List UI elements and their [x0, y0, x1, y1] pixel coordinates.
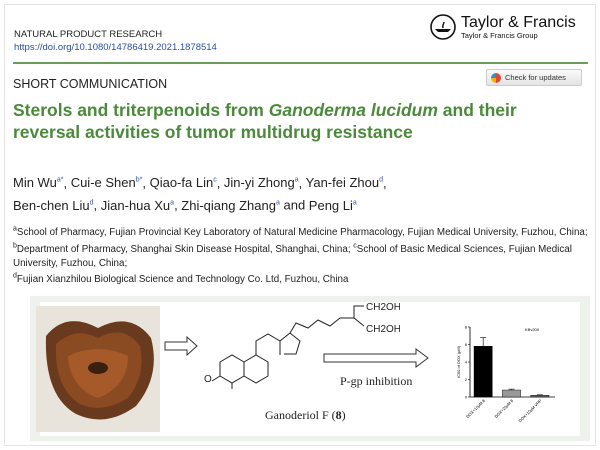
- svg-text:O: O: [204, 374, 212, 385]
- affiliation: aSchool of Pharmacy, Fujian Provincial K…: [13, 226, 588, 239]
- author[interactable]: Ben-chen Liud: [13, 197, 94, 213]
- author-list: Min Wua*, Cui-e Shenb*, Qiao-fa Linc, Ji…: [13, 171, 387, 216]
- check-for-updates-button[interactable]: Check for updates: [486, 69, 582, 86]
- bar: [473, 346, 493, 398]
- y-axis-label: IC50 of DOX (μM): [456, 345, 461, 378]
- publisher-group: Taylor & Francis Group: [461, 30, 538, 40]
- x-tick-label: DOX+10μM 8: [465, 398, 486, 419]
- affiliation: bDepartment of Pharmacy, Shanghai Skin D…: [13, 242, 354, 256]
- compound-label: Ganoderiol F (8): [265, 408, 346, 422]
- affiliation: cSchool of Basic Medical Sciences, Fujia…: [13, 242, 572, 269]
- svg-text:CH2OH: CH2OH: [366, 324, 400, 335]
- y-tick-label: 4: [465, 360, 468, 365]
- author-separator: ,: [216, 175, 224, 191]
- author[interactable]: Jin-yi Zhonga: [223, 175, 299, 191]
- author[interactable]: Yan-fei Zhoud: [305, 175, 384, 191]
- doi-link[interactable]: https://doi.org/10.1080/14786419.2021.18…: [14, 42, 217, 53]
- affiliations: aSchool of Pharmacy, Fujian Provincial K…: [13, 223, 593, 287]
- header-divider: [13, 62, 588, 64]
- check-updates-label: Check for updates: [505, 73, 566, 82]
- author-separator: ,: [142, 175, 150, 191]
- publisher-lamp-icon: [430, 14, 456, 40]
- author-separator: ,: [174, 197, 182, 213]
- author-separator: and: [279, 197, 309, 213]
- publisher-name: Taylor & Francis: [461, 13, 576, 31]
- bar: [502, 389, 521, 398]
- svg-text:CH2OH: CH2OH: [366, 302, 400, 313]
- pgp-arrow-icon: [323, 348, 429, 368]
- author[interactable]: Peng Lia: [308, 197, 357, 213]
- author[interactable]: Cui-e Shenb*: [70, 175, 143, 191]
- author[interactable]: Min Wua*: [13, 175, 64, 191]
- x-tick-label: DOX+10μM VRP: [517, 398, 542, 423]
- page-frame: [4, 4, 596, 446]
- article-title: Sterols and triterpenoids from Ganoderma…: [13, 100, 517, 142]
- author-separator: ,: [383, 175, 387, 191]
- pgp-inhibition-label: P-gp inhibition: [340, 374, 413, 388]
- ganoderiol-structure: CH2OH CH2OH O: [204, 302, 400, 389]
- arrow-icon: [164, 336, 198, 356]
- author[interactable]: Jian-hua Xua: [100, 197, 175, 213]
- y-tick-label: 8: [465, 325, 468, 330]
- affiliation: dFujian Xianzhilou Biological Science an…: [13, 273, 349, 286]
- author-separator: ,: [298, 175, 306, 191]
- author[interactable]: Zhi-qiang Zhanga: [181, 197, 280, 213]
- author-separator: ,: [63, 175, 71, 191]
- x-tick-label: DOX+20μM 8: [493, 398, 514, 419]
- y-tick-label: 0: [465, 395, 468, 400]
- crossmark-icon: [491, 72, 501, 83]
- ganoderma-photo: [36, 306, 160, 432]
- y-tick-label: 6: [465, 342, 468, 347]
- author[interactable]: Qiao-fa Linc: [149, 175, 217, 191]
- y-tick-label: 2: [465, 377, 468, 382]
- bar: [530, 395, 550, 398]
- article-type: SHORT COMMUNICATION: [13, 77, 168, 91]
- author-separator: ,: [93, 197, 101, 213]
- journal-name: NATURAL PRODUCT RESEARCH: [14, 29, 163, 40]
- chart-title: KBv200: [525, 327, 540, 332]
